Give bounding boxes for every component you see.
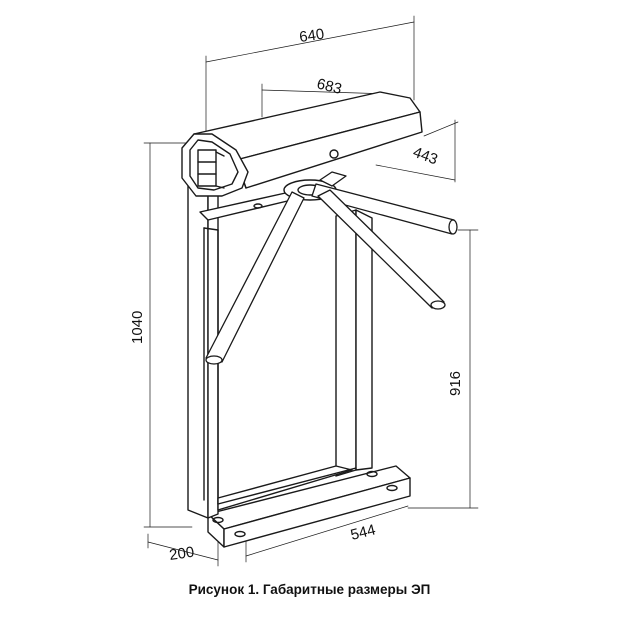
- side-frame: [187, 177, 357, 519]
- dimension-bar-height: 916: [447, 371, 464, 396]
- dimension-width-top: 640: [298, 26, 325, 46]
- bolt-hole: [234, 530, 246, 538]
- indicator-panel: [197, 149, 217, 187]
- arm-end: [205, 355, 223, 365]
- top-housing: [181, 91, 423, 209]
- dimension-lines: [143, 15, 479, 567]
- bolt-hole: [366, 470, 378, 478]
- dimension-length-top: 683: [315, 75, 343, 98]
- rear-post: [335, 209, 373, 477]
- dimension-base-depth: 200: [168, 544, 195, 564]
- figure-caption: Рисунок 1. Габаритные размеры ЭП: [188, 582, 431, 597]
- bolt-hole: [212, 516, 224, 524]
- dimension-total-height: 1040: [129, 311, 146, 344]
- dimension-depth-top: 443: [411, 144, 440, 169]
- arm-end: [430, 300, 446, 310]
- bolt-hole: [386, 484, 398, 492]
- arm-end: [448, 219, 458, 235]
- barrier-arms: [205, 171, 458, 365]
- base-plate: [207, 465, 411, 548]
- dimension-base-length: 544: [349, 521, 377, 544]
- key-lock-icon: [329, 149, 339, 159]
